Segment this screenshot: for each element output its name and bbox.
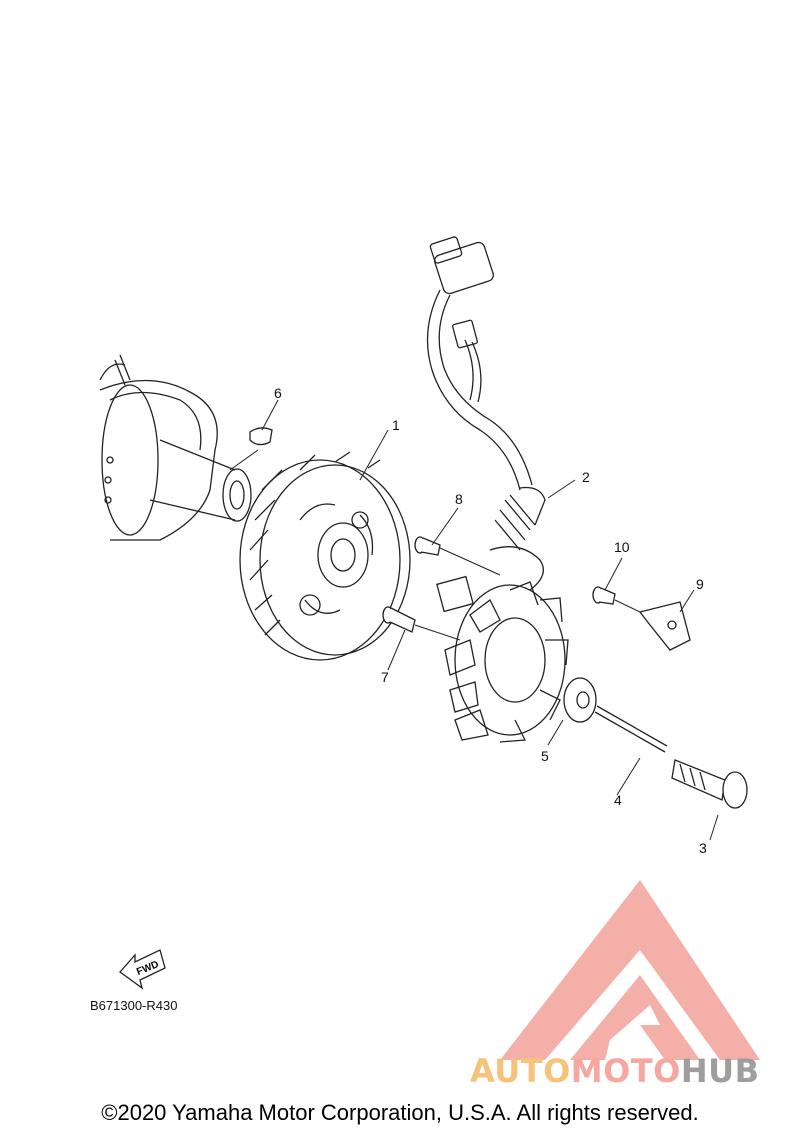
callout-8: 8 [455, 491, 463, 507]
callout-10: 10 [614, 539, 630, 555]
lead-wire [426, 236, 546, 551]
crankshaft-end [99, 354, 252, 541]
leader-lines [229, 399, 719, 841]
watermark-logo [500, 880, 760, 1060]
rotor-flywheel [239, 451, 411, 661]
callout-5: 5 [541, 748, 549, 764]
callout-3: 3 [699, 840, 707, 856]
clamp-9 [638, 601, 691, 651]
watermark-word-moto: MOTO [570, 1052, 681, 1090]
callout-6: 6 [274, 385, 282, 401]
screw-7 [382, 606, 416, 633]
watermark-wordmark: AUTOMOTOHUB [470, 1052, 760, 1090]
fwd-arrow: FWD [119, 949, 166, 990]
watermark-word-hub: HUB [680, 1052, 760, 1090]
watermark-word-auto: AUTO [470, 1052, 571, 1090]
callout-1: 1 [392, 417, 400, 433]
callout-4: 4 [614, 792, 622, 808]
screw-8 [414, 536, 441, 556]
bolt-3 [671, 759, 748, 809]
screw-10 [592, 586, 616, 605]
washer-5 [563, 677, 597, 723]
callout-7: 7 [381, 669, 389, 685]
pin-4 [594, 705, 668, 753]
copyright-notice: ©2020 Yamaha Motor Corporation, U.S.A. A… [101, 1100, 699, 1125]
woodruff-key [249, 427, 273, 446]
callout-2: 2 [582, 469, 590, 485]
stator-assembly [436, 546, 569, 743]
callout-9: 9 [696, 576, 704, 592]
part-code: B671300-R430 [90, 998, 178, 1013]
